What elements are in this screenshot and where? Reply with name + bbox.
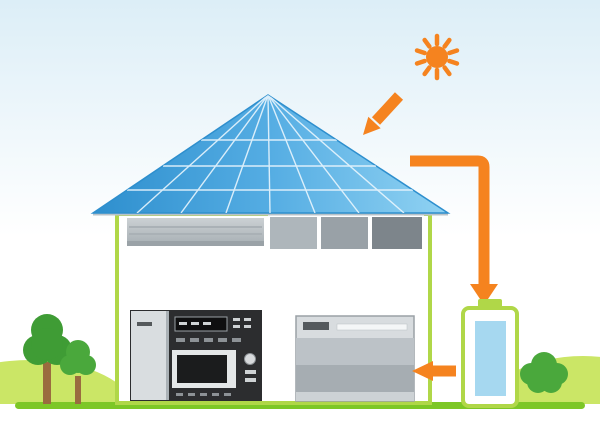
tree-small bbox=[60, 340, 96, 404]
roof-to-battery-arrow-icon bbox=[410, 155, 498, 305]
dishwasher-handle bbox=[303, 322, 329, 330]
dishwasher-unit bbox=[295, 315, 415, 402]
control-display bbox=[174, 316, 228, 332]
bush bbox=[520, 352, 568, 393]
tree-large-trunk bbox=[43, 362, 51, 404]
oven-side-handle bbox=[137, 322, 152, 326]
storage-battery bbox=[461, 299, 519, 408]
house bbox=[115, 212, 432, 405]
window-pane-right bbox=[372, 217, 422, 249]
upper-floor-windows bbox=[268, 215, 424, 251]
tree-small-trunk bbox=[75, 376, 81, 404]
sun-icon bbox=[414, 33, 460, 81]
oven-knob bbox=[244, 353, 256, 365]
dishwasher-vent-slot bbox=[336, 323, 408, 331]
battery-cell bbox=[475, 321, 506, 396]
sun-rays bbox=[414, 33, 460, 81]
window-pane-left bbox=[270, 217, 317, 249]
solar-panel-grid bbox=[127, 95, 413, 213]
microwave-door-window bbox=[177, 355, 227, 383]
solar-panel-roof bbox=[90, 94, 451, 214]
kitchen-oven-unit bbox=[130, 310, 262, 401]
sunlight-arrow-icon bbox=[363, 92, 404, 135]
battery-to-appliance-arrow-icon bbox=[412, 361, 456, 381]
tree-large bbox=[23, 314, 72, 404]
window-pane-middle bbox=[321, 217, 368, 249]
upper-floor-vent-louver bbox=[127, 218, 264, 246]
